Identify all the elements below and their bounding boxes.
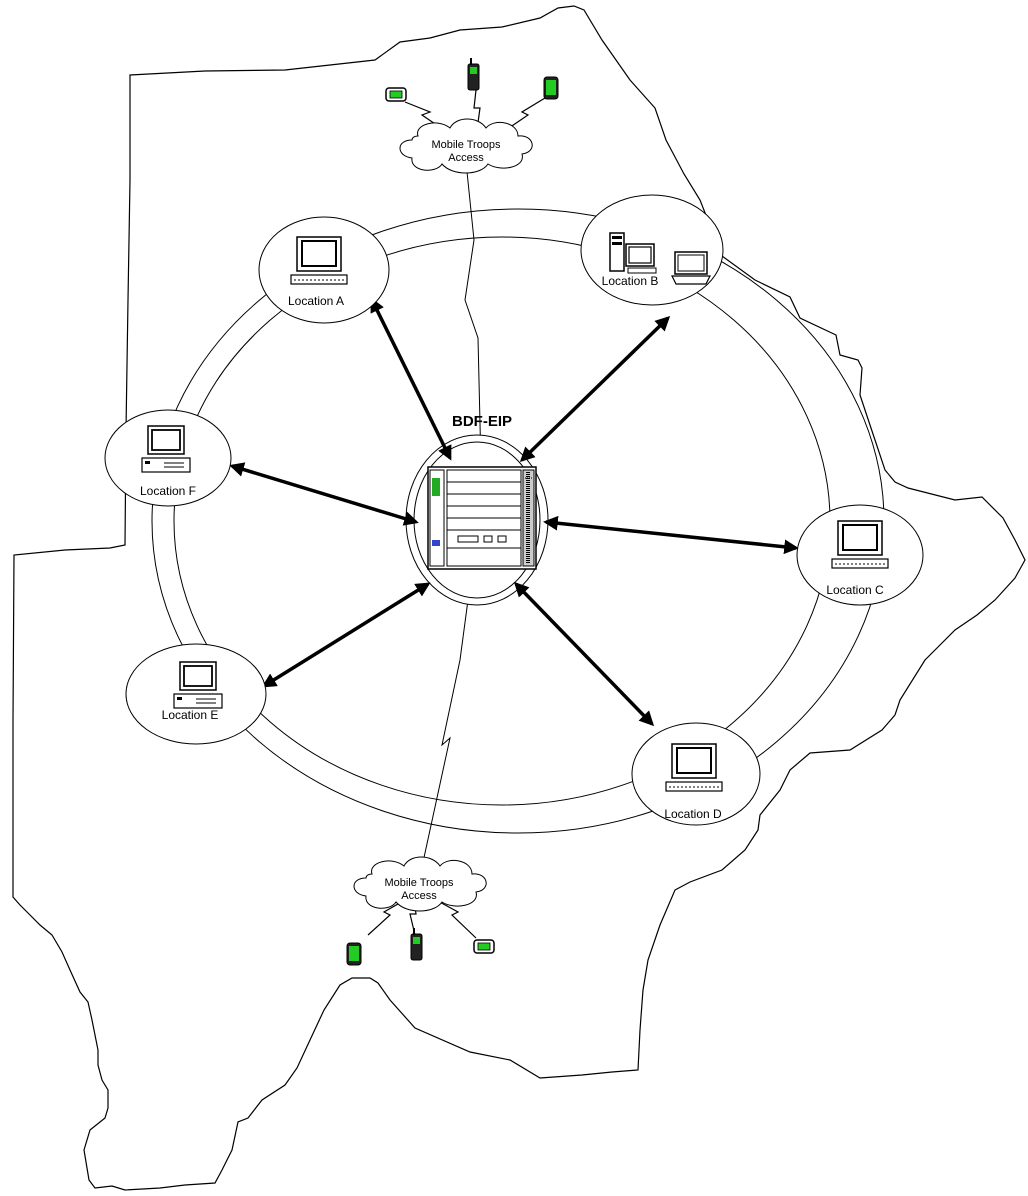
laptop-icon [671, 251, 711, 285]
desktop-tower-icon [609, 232, 657, 274]
hub-bdf-eip: BDF-EIP [405, 413, 549, 606]
wireless-link-north [464, 161, 482, 467]
link-arrow-location-d [513, 581, 655, 727]
monitor-icon [831, 520, 889, 569]
location-label: Location F [140, 484, 196, 498]
wireless-link-phone-top [473, 89, 481, 131]
location-label: Location A [288, 294, 344, 308]
location-node-d: Location D [631, 722, 761, 826]
desktop-icon [173, 661, 223, 709]
cloud-mobile-access-south: Mobile Troops Access [353, 856, 487, 912]
monitor-icon [290, 236, 348, 285]
desktop-icon [141, 425, 191, 473]
link-arrow-location-e [261, 582, 431, 688]
hub-title: BDF-EIP [452, 413, 512, 430]
cloud-label-line1: Mobile Troops [431, 139, 501, 151]
link-arrow-location-f [229, 462, 419, 526]
location-node-b: Location B [580, 194, 724, 306]
location-node-f: Location F [104, 409, 232, 507]
switch-rack-icon [427, 466, 537, 570]
wireless-link-south [419, 599, 469, 877]
pager-icon [473, 939, 495, 954]
location-label: Location E [162, 708, 219, 722]
wireless-link-pda-bottom [367, 899, 406, 936]
location-node-a: Location A [258, 216, 390, 324]
wireless-link-pda-top [505, 97, 546, 131]
cloud-label-line2: Access [401, 890, 437, 902]
cloud-label-line2: Access [448, 152, 484, 164]
link-arrow-location-a [370, 297, 452, 461]
link-arrow-location-c [543, 515, 799, 555]
location-label: Location C [826, 583, 884, 597]
cloud-mobile-access-north: Mobile Troops Access [399, 118, 533, 174]
pager-icon [385, 87, 407, 102]
cloud-label-line1: Mobile Troops [384, 877, 454, 889]
wireless-link-pager-bottom [435, 899, 477, 939]
monitor-icon [665, 743, 723, 792]
location-node-e: Location E [125, 643, 267, 745]
location-node-c: Location C [796, 504, 924, 606]
location-label: Location D [664, 807, 722, 821]
pda-icon [543, 76, 559, 100]
pda-icon [346, 942, 362, 966]
location-label: Location B [602, 274, 659, 288]
link-arrow-location-b [519, 315, 671, 463]
